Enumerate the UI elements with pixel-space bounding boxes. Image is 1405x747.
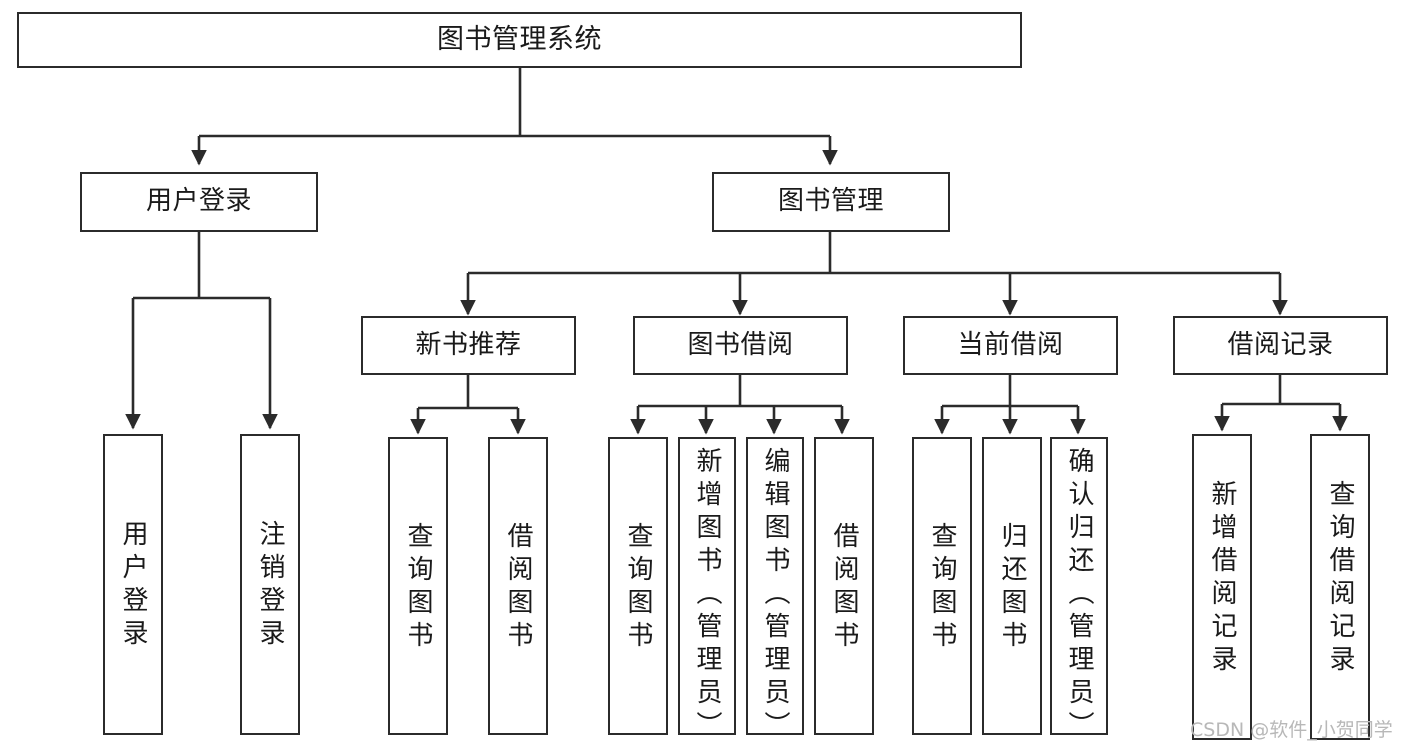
node-label: 新增借阅记录 [1207,480,1237,678]
leaf-book-borrow-add-book-admin[interactable]: 新增图书（管理员） [678,437,736,744]
leaf-new-book-borrow-book[interactable]: 借阅图书 [488,437,548,735]
node-label: 编辑图书（管理员） [760,447,790,744]
node-root-book-management-system[interactable]: 图书管理系统 [17,12,1022,68]
node-label: 用户登录 [145,186,252,217]
node-label: 借阅图书 [503,522,533,654]
node-label: 图书管理 [777,186,884,217]
node-label: 用户登录 [118,520,148,652]
node-label: 注销登录 [255,520,285,652]
node-label: 当前借阅 [957,329,1064,360]
leaf-borrow-record-query-record[interactable]: 查询借阅记录 [1310,434,1370,740]
csdn-watermark: CSDN @软件_小贺同学 [1190,719,1393,741]
leaf-current-borrow-confirm-return-admin[interactable]: 确认归还（管理员） [1050,437,1108,744]
node-label: 查询图书 [403,522,433,654]
node-label: 借阅图书 [829,522,859,654]
node-label: 新书推荐 [415,329,522,360]
node-borrow-record[interactable]: 借阅记录 [1173,316,1388,375]
node-current-borrow[interactable]: 当前借阅 [903,316,1118,375]
node-label: 图书借阅 [687,329,794,360]
leaf-new-book-query-book[interactable]: 查询图书 [388,437,448,735]
node-book-borrow[interactable]: 图书借阅 [633,316,848,375]
leaf-borrow-record-add-record[interactable]: 新增借阅记录 [1192,434,1252,740]
node-label: 查询图书 [927,522,957,654]
node-book-management[interactable]: 图书管理 [712,172,950,232]
leaf-current-borrow-return-book[interactable]: 归还图书 [982,437,1042,735]
leaf-book-borrow-borrow-book[interactable]: 借阅图书 [814,437,874,735]
node-label: 确认归还（管理员） [1064,447,1094,744]
node-new-book-recommend[interactable]: 新书推荐 [361,316,576,375]
node-label: 查询借阅记录 [1325,480,1355,678]
leaf-book-borrow-edit-book-admin[interactable]: 编辑图书（管理员） [746,437,804,744]
node-label: 新增图书（管理员） [692,447,722,744]
node-label: 查询图书 [623,522,653,654]
leaf-user-login-signout[interactable]: 注销登录 [240,434,300,735]
leaf-book-borrow-query-book[interactable]: 查询图书 [608,437,668,735]
node-label: 归还图书 [997,522,1027,654]
node-user-login[interactable]: 用户登录 [80,172,318,232]
node-label: 图书管理系统 [437,24,602,56]
leaf-current-borrow-query-book[interactable]: 查询图书 [912,437,972,735]
leaf-user-login-signin[interactable]: 用户登录 [103,434,163,735]
node-label: 借阅记录 [1227,329,1334,360]
